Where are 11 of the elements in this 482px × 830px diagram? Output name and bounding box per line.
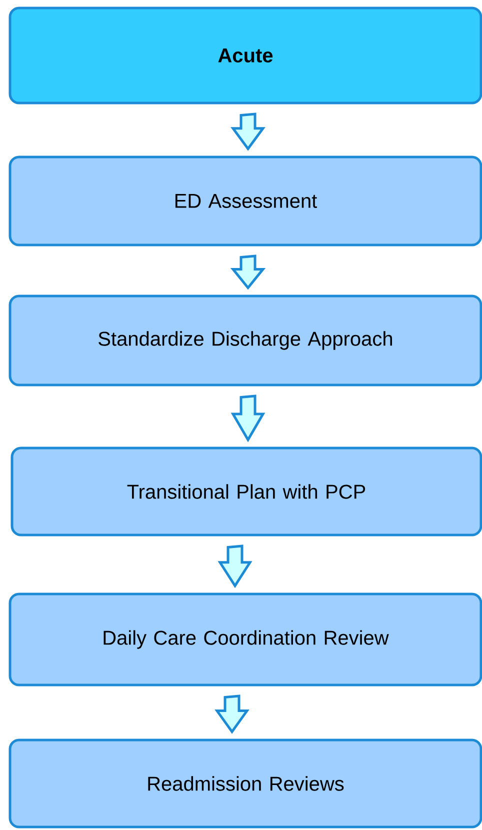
process-box: Transitional Plan with PCP <box>10 446 482 536</box>
process-box: Standardize Discharge Approach <box>8 294 482 386</box>
down-arrow <box>230 254 266 290</box>
process-box: ED Assessment <box>8 156 482 246</box>
process-box: Acute <box>8 6 482 104</box>
down-arrow <box>230 394 266 442</box>
process-box: Daily Care Coordination Review <box>8 592 482 686</box>
down-arrow <box>230 112 266 151</box>
process-box: Readmission Reviews <box>8 738 482 828</box>
down-arrow <box>218 544 252 588</box>
down-arrow <box>214 694 250 734</box>
